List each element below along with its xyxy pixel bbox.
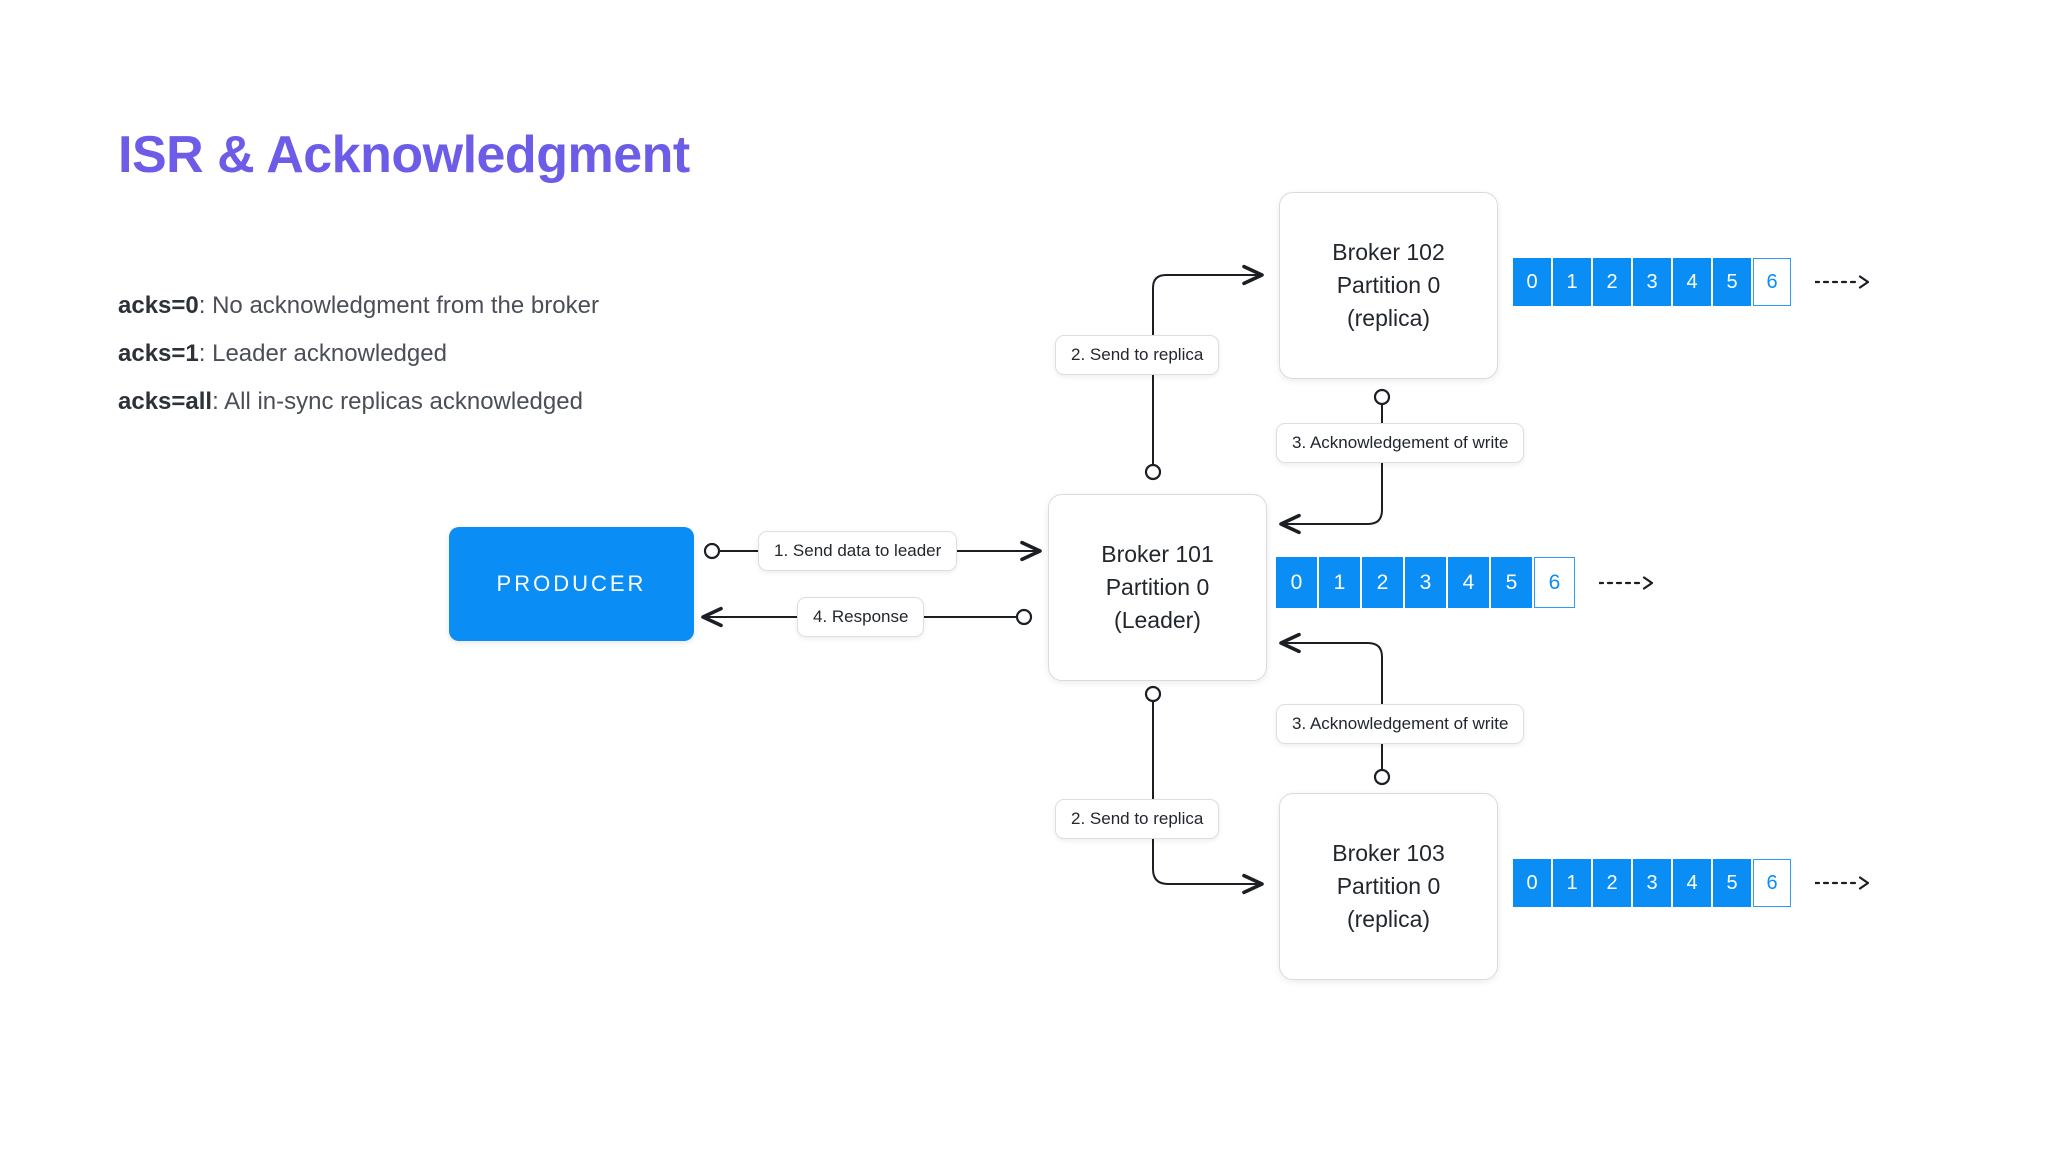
endpoint-circle-send-replica-bottom [1144,685,1162,703]
acks-row-1: acks=1: Leader acknowledged [118,330,599,378]
label-acknowledgement-bottom: 3. Acknowledgement of write [1276,704,1525,744]
partition-cell-next-offset: 6 [1753,258,1791,306]
partition-cell: 3 [1633,258,1671,306]
acks-row-0: acks=0: No acknowledgment from the broke… [118,282,599,330]
partition-cell: 5 [1713,258,1751,306]
partition-cell: 3 [1633,859,1671,907]
wire-send-replica-top [1152,264,1264,465]
broker-101-box[interactable]: Broker 101 Partition 0 (Leader) [1048,494,1267,681]
producer-label: PRODUCER [496,571,647,596]
dashed-arrow-icon [1813,876,1873,890]
label-send-to-replica-bottom: 2. Send to replica [1055,799,1220,839]
partition-cell: 4 [1448,557,1489,608]
partition-cell: 5 [1491,557,1532,608]
broker-102-box[interactable]: Broker 102 Partition 0 (replica) [1279,192,1498,379]
wire-send-replica-bottom [1152,701,1264,895]
partition-cell: 0 [1276,557,1317,608]
label-acknowledgement-top: 3. Acknowledgement of write [1276,423,1525,463]
partition-cell-next-offset: 6 [1753,859,1791,907]
broker-101-name: Broker 101 [1101,541,1214,567]
partition-cell: 3 [1405,557,1446,608]
broker-101-partition: Partition 0 [1105,574,1210,600]
acks-term-0: acks=0 [118,292,199,319]
broker-103-box[interactable]: Broker 103 Partition 0 (replica) [1279,793,1498,980]
partition-cell: 2 [1362,557,1403,608]
broker-103-name: Broker 103 [1332,840,1445,866]
partition-cell: 4 [1673,859,1711,907]
partition-cell: 0 [1513,859,1551,907]
producer-box[interactable]: PRODUCER [449,527,694,641]
broker-103-partition: Partition 0 [1336,873,1441,899]
acks-term-1: acks=1 [118,340,199,367]
endpoint-circle-ack-bottom [1373,768,1391,786]
acks-term-2: acks=all [118,388,213,415]
label-send-data-to-leader: 1. Send data to leader [758,531,958,571]
wire-ack-bottom [1279,632,1383,770]
partition-cell: 2 [1593,258,1631,306]
endpoint-circle-send-replica-top [1144,463,1162,481]
broker-102-partition: Partition 0 [1336,272,1441,298]
broker-103-role: (replica) [1346,906,1431,932]
acks-legend: acks=0: No acknowledgment from the broke… [118,282,599,426]
partition-cell: 0 [1513,258,1551,306]
acks-desc-1: : Leader acknowledged [198,340,447,367]
partition-cell: 2 [1593,859,1631,907]
broker-102-name: Broker 102 [1332,239,1445,265]
partition-cell: 1 [1553,859,1591,907]
dashed-arrow-icon [1597,575,1657,590]
endpoint-circle-send-data [703,542,721,560]
page-title: ISR & Acknowledgment [118,126,690,184]
partition-cell-next-offset: 6 [1534,557,1575,608]
partition-cell: 1 [1319,557,1360,608]
acks-desc-2: : All in-sync replicas acknowledged [212,388,583,415]
endpoint-circle-response [1015,608,1033,626]
partition-cell: 5 [1713,859,1751,907]
acks-row-2: acks=all: All in-sync replicas acknowled… [118,378,599,426]
dashed-arrow-icon [1813,275,1873,289]
broker-102-role: (replica) [1346,305,1431,331]
label-response: 4. Response [797,597,925,637]
label-send-to-replica-top: 2. Send to replica [1055,335,1220,375]
endpoint-circle-ack-top [1373,388,1391,406]
broker-101-role: (Leader) [1114,607,1201,633]
partition-cell: 1 [1553,258,1591,306]
partition-cell: 4 [1673,258,1711,306]
acks-desc-0: : No acknowledgment from the broker [198,292,599,319]
wire-ack-top [1279,404,1383,535]
